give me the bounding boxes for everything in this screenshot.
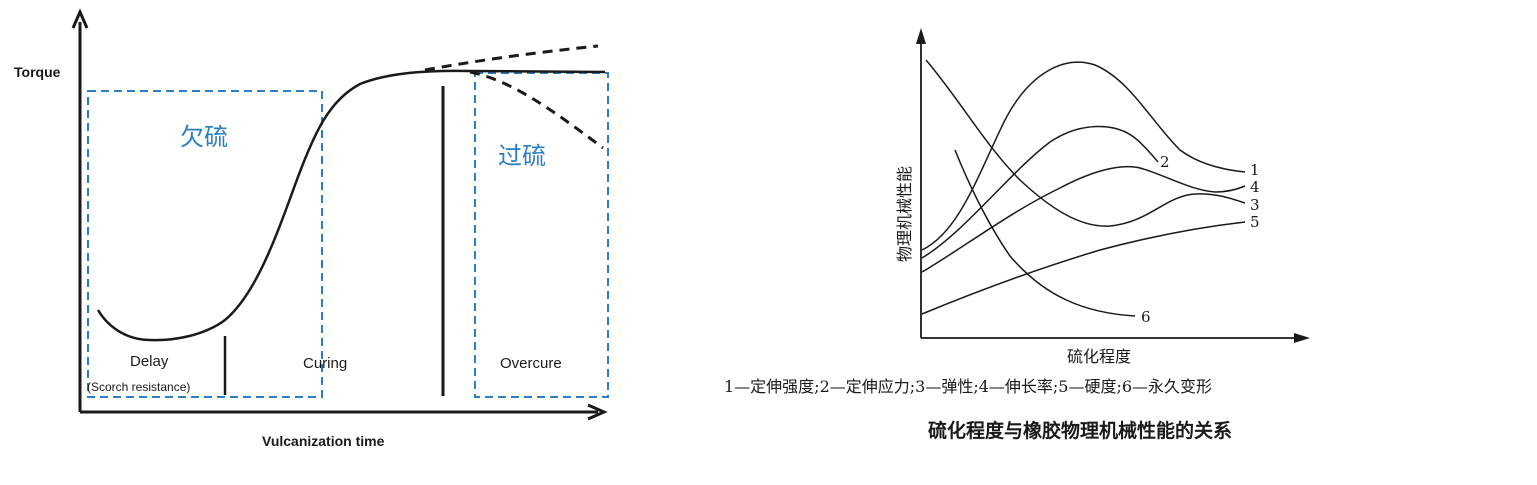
cure-degree-axis-label: 硫化程度 [1067,347,1131,366]
cure-curve-diagram: Torque Vulcanization time 欠硫 过硫 Delay (S… [14,8,609,449]
curve-1 [921,61,1246,251]
time-axis-label: Vulcanization time [262,433,385,449]
curve-label-4: 4 [1250,178,1260,196]
property-axis-label: 物理机械性能 [895,166,914,262]
cure-degree-axis-arrow [1294,333,1310,343]
reversion-dashed-curve [469,70,604,150]
curve-label-5: 5 [1250,213,1260,231]
figure-caption: 硫化程度与橡胶物理机械性能的关系 [928,419,1232,442]
curve-label-1: 1 [1250,161,1260,179]
curve-3 [925,59,1246,227]
property-axis-arrow [916,28,926,44]
curve-6 [954,149,1136,317]
cure-curve [96,69,606,342]
phase-delay-label: Delay [130,353,169,370]
torque-axis-label: Torque [14,64,61,80]
curve-4 [921,165,1246,273]
property-curves-diagram: 物理机械性能 硫化程度 1 2 3 4 5 6 1—定伸强度;2—定伸应力;3—… [724,28,1310,442]
phase-curing-label: Curing [303,355,347,372]
overcure-zone-box [474,72,609,398]
curve-5 [921,221,1246,315]
curve-label-6: 6 [1141,308,1151,326]
undercure-zone-label: 欠硫 [180,123,228,151]
curve-label-3: 3 [1250,196,1260,214]
overcure-zone-label: 过硫 [498,142,546,170]
curve-label-2: 2 [1160,153,1170,171]
phase-delay-note: (Scorch resistance) [87,380,190,394]
time-axis-arrow [587,403,608,421]
undercure-zone-box [87,90,323,398]
curve-legend: 1—定伸强度;2—定伸应力;3—弹性;4—伸长率;5—硬度;6—永久变形 [724,377,1212,396]
curve-2 [921,125,1159,259]
marching-cure-dashed-curve [424,44,599,72]
phase-overcure-label: Overcure [500,355,562,372]
torque-axis-arrow [71,8,89,29]
